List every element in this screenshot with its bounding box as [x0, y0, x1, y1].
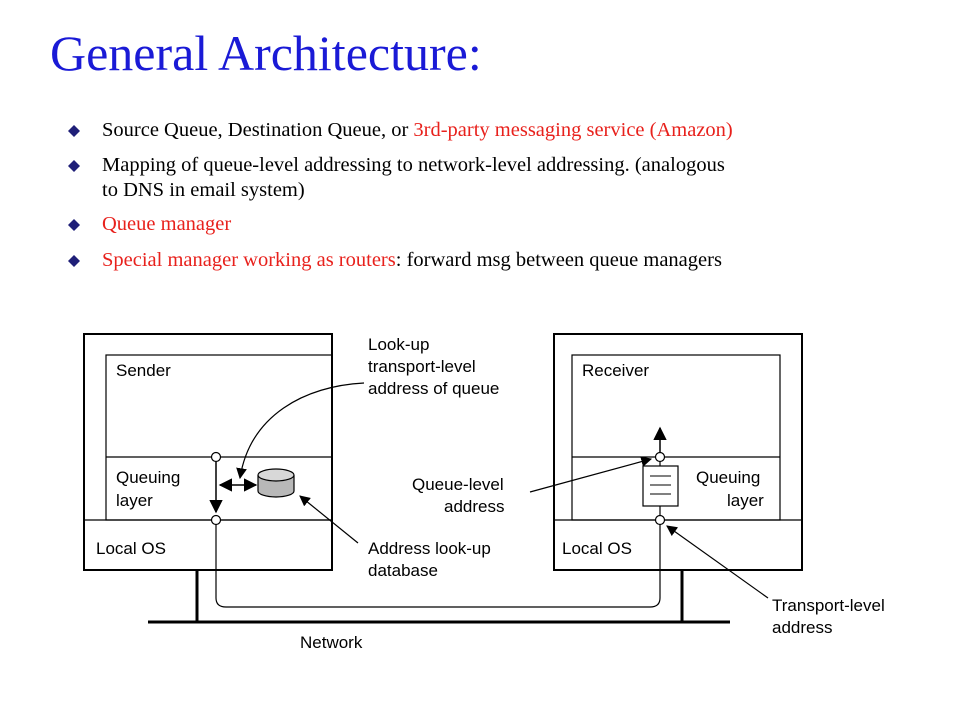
transport-level-annotation-line1: Transport-level [772, 596, 885, 615]
network-label: Network [300, 633, 363, 652]
bullet-text: : forward msg between queue managers [395, 249, 722, 271]
receiver-layer-label: layer [727, 491, 764, 510]
page-title: General Architecture: [50, 25, 482, 81]
database-icon [257, 468, 295, 498]
bullet-text-highlight: 3rd-party messaging service (Amazon) [413, 119, 733, 141]
sender-queuing-label: Queuing [116, 468, 180, 487]
queue-level-pointer-arrow [529, 456, 653, 493]
lookup-annotation-line3: address of queue [368, 379, 499, 398]
diamond-bullet-icon [68, 219, 80, 231]
bullet-text-highlight: Queue manager [102, 213, 232, 235]
sender-host-box [83, 333, 333, 571]
diamond-bullet-icon [68, 125, 80, 137]
bullet-text: Mapping of queue-level addressing to net… [102, 154, 725, 176]
receiver-host: Receiver Queuing layer Local OS [553, 333, 803, 571]
sender-transport-endpoint [210, 514, 222, 526]
lookup-annotation-line2: transport-level [368, 357, 476, 376]
bullet-item: Special manager working as routers: forw… [68, 248, 948, 273]
receiver-local-os-label: Local OS [562, 539, 632, 558]
address-db-annotation-line2: database [368, 561, 438, 580]
bullet-text-continued: to DNS in email system) [102, 179, 305, 201]
bullet-item: Queue manager [68, 212, 948, 237]
diamond-bullet-icon [68, 160, 80, 172]
receiver-queuing-label: Queuing [696, 468, 760, 487]
queue-level-annotation-line1: Queue-level [412, 475, 504, 494]
sender-local-os-label: Local OS [96, 539, 166, 558]
address-db-pointer-arrow [299, 495, 359, 544]
bullet-text: Source Queue, Destination Queue, or [102, 119, 414, 141]
sender-layer-label: layer [116, 491, 153, 510]
sender-label: Sender [116, 361, 171, 380]
message-queue-icon [642, 465, 679, 507]
sender-host: Sender Queuing layer Local OS [83, 333, 333, 571]
bullet-text-highlight: Special manager working as routers [102, 249, 396, 271]
bullet-list: Source Queue, Destination Queue, or 3rd-… [68, 118, 948, 271]
address-db-annotation-line1: Address look-up [368, 539, 491, 558]
bullet-item: Mapping of queue-level addressing to net… [68, 153, 948, 203]
sender-queue-endpoint [210, 451, 222, 463]
transport-level-annotation-line2: address [772, 618, 832, 637]
receiver-transport-endpoint [654, 514, 666, 526]
diamond-bullet-icon [68, 255, 80, 267]
receiver-queue-endpoint [654, 451, 666, 463]
transport-level-pointer-arrow [666, 525, 769, 599]
queue-level-annotation-line2: address [444, 497, 504, 516]
lookup-annotation-line1: Look-up [368, 335, 429, 354]
bullet-item: Source Queue, Destination Queue, or 3rd-… [68, 118, 948, 143]
lookup-pointer-arrow [236, 382, 365, 480]
message-path [215, 520, 661, 608]
receiver-label: Receiver [582, 361, 649, 380]
